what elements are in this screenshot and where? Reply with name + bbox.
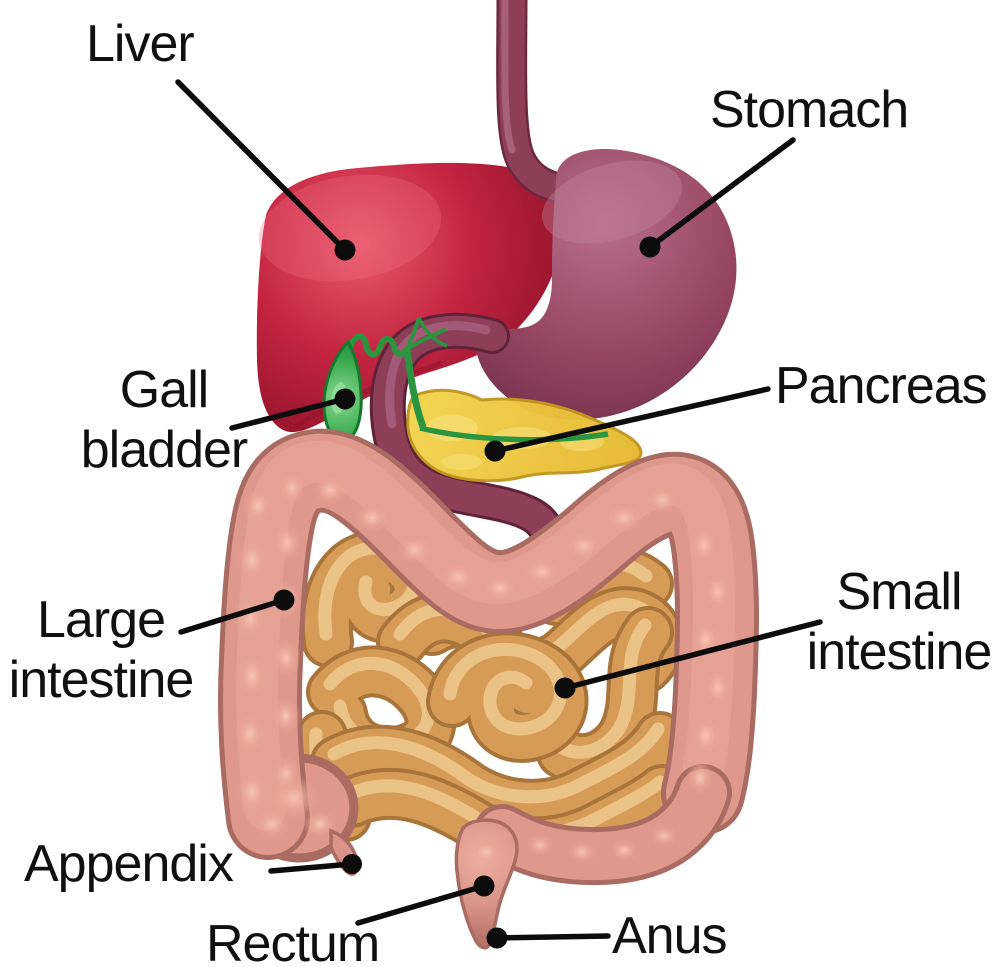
- label-appendix: Appendix: [24, 834, 234, 894]
- label-small-intestine-line1: Small: [836, 563, 962, 621]
- label-stomach: Stomach: [710, 80, 909, 140]
- stomach-dot: [639, 236, 661, 258]
- leader-lines: [175, 79, 823, 949]
- large-intestine-dot: [273, 589, 295, 611]
- label-liver: Liver: [86, 14, 195, 74]
- label-rectum: Rectum: [206, 914, 380, 967]
- label-gall-bladder-line2: bladder: [80, 421, 248, 480]
- anus-dot: [486, 927, 508, 949]
- large-intestine-shape: [234, 462, 732, 864]
- small-intestine-dot: [554, 677, 576, 699]
- label-large-intestine-line2: intestine: [8, 651, 195, 710]
- label-appendix-text: Appendix: [24, 835, 234, 893]
- liver-leader-line: [175, 79, 348, 253]
- gall-bladder-dot: [334, 388, 356, 410]
- label-anus: Anus: [612, 906, 728, 966]
- label-gall-bladder-line1: Gall: [119, 361, 209, 419]
- appendix-leader-line: [268, 861, 355, 874]
- pancreas-dot: [484, 440, 506, 462]
- bile-ducts-shape: [347, 317, 448, 429]
- gall-bladder-leader-line: [229, 396, 348, 431]
- pancreatic-duct: [419, 425, 609, 443]
- liver-dot: [334, 239, 356, 261]
- pancreas-shape: [406, 388, 643, 483]
- stomach-shape: [475, 149, 737, 420]
- label-pancreas: Pancreas: [775, 356, 988, 416]
- pancreas-leader-line: [492, 386, 771, 454]
- appendix-dot: [342, 854, 362, 874]
- label-large-intestine-line1: Large: [37, 591, 166, 649]
- label-anus-text: Anus: [612, 907, 728, 965]
- haustra-highlights: [234, 471, 732, 864]
- label-pancreas-text: Pancreas: [775, 357, 988, 415]
- rectum-leader-line: [355, 883, 487, 926]
- label-stomach-text: Stomach: [710, 81, 909, 139]
- large-intestine-leader-line: [178, 597, 287, 635]
- stomach-leader-line: [647, 137, 796, 250]
- label-rectum-text: Rectum: [206, 915, 380, 967]
- label-large-intestine: Large intestine: [0, 590, 207, 711]
- rectum-dot: [473, 875, 495, 897]
- label-liver-text: Liver: [86, 15, 195, 73]
- label-gall-bladder: Gall bladder: [64, 360, 264, 481]
- anus-leader-line: [494, 933, 611, 941]
- esophagus-shape: [496, 0, 574, 204]
- label-small-intestine: Small intestine: [792, 562, 1000, 683]
- label-small-intestine-line2: intestine: [806, 623, 993, 682]
- small-intestine-leader-line: [562, 619, 823, 691]
- duodenum-shape: [369, 312, 570, 576]
